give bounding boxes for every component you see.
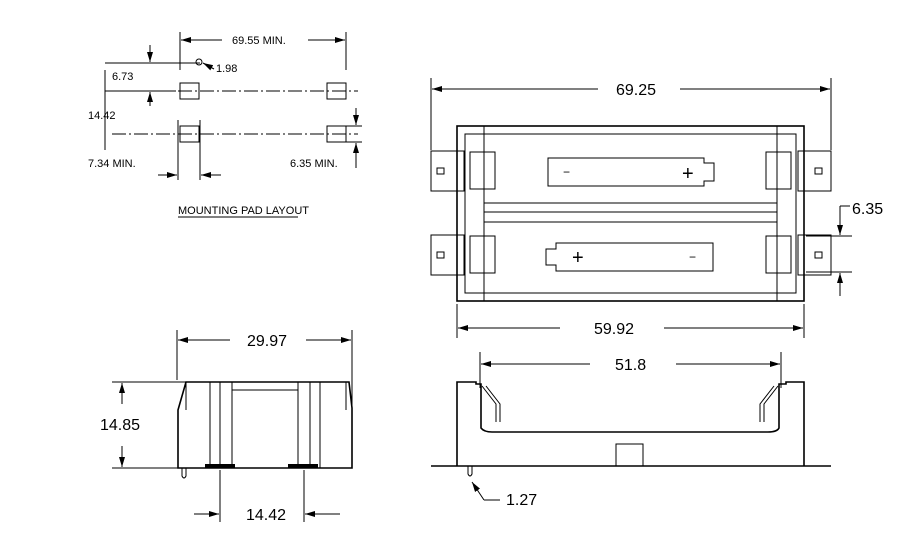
- mounting-pad-layout: 69.55 MIN. 1.98 6.73 14.42 7.34 MIN.: [88, 32, 362, 218]
- pin-size-label: 1.27: [506, 492, 537, 509]
- cell-slot-upper: [483, 133, 778, 204]
- hole-offset-label: 6.73: [112, 71, 133, 83]
- side-view-body: [456, 381, 805, 466]
- hole-diameter-label: 1.98: [216, 63, 237, 75]
- end-pitch-label: 14.42: [246, 507, 286, 524]
- pad-length-min-label: 7.34 MIN.: [88, 158, 136, 170]
- row-pitch-label: 14.42: [88, 110, 116, 122]
- mounting-pad-layout-title: MOUNTING PAD LAYOUT: [178, 205, 309, 217]
- side-view: 51.8 1.27: [431, 352, 831, 509]
- holder-body-outline: [456, 125, 805, 302]
- body-length-label: 59.92: [594, 321, 634, 338]
- tab-width-label: 6.35: [852, 201, 883, 218]
- battery-lower-plus: +: [572, 247, 584, 269]
- mounting-hole: [195, 58, 203, 66]
- overall-length-label: 69.25: [616, 82, 656, 99]
- pad-width-min-label: 6.35 MIN.: [290, 158, 338, 170]
- inner-length-label: 51.8: [615, 357, 646, 374]
- pad-spacing-min-label: 69.55 MIN.: [232, 35, 286, 47]
- battery-lower: [545, 242, 714, 272]
- battery-upper-plus: +: [682, 163, 694, 185]
- end-height-label: 14.85: [100, 417, 140, 434]
- end-view: 29.97 14.85 14.42: [100, 330, 353, 524]
- battery-upper: [547, 157, 715, 187]
- battery-upper-minus: −: [563, 165, 570, 179]
- battery-lower-minus: −: [689, 250, 696, 264]
- end-view-body: [177, 381, 353, 469]
- top-view: 69.25 − + + −: [430, 78, 883, 338]
- cell-slot-lower: [483, 221, 778, 294]
- end-width-label: 29.97: [247, 333, 287, 350]
